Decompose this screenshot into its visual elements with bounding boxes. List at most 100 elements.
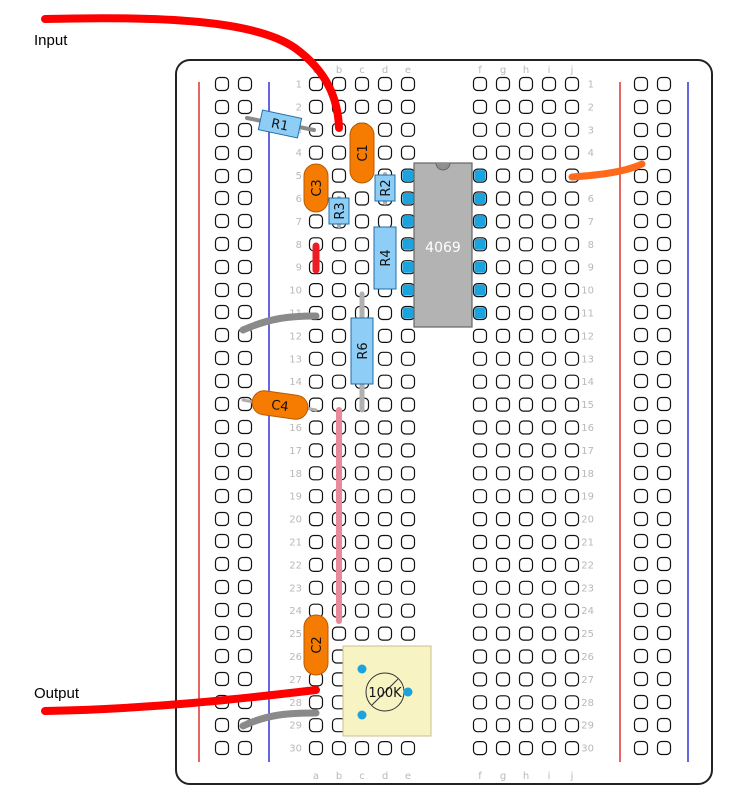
power-rail-hole	[633, 602, 649, 618]
input-wire	[41, 14, 343, 132]
capacitor-c4: C4	[251, 390, 309, 420]
breadboard-hole	[564, 718, 580, 733]
power-rail-hole	[633, 213, 649, 229]
breadboard-hole	[518, 191, 534, 206]
power-rail-hole	[633, 465, 649, 481]
row-label-right: 12	[581, 331, 594, 342]
column-label-top: b	[336, 65, 342, 76]
breadboard-hole	[541, 397, 557, 412]
resistor-r1: R1	[257, 109, 303, 139]
power-rail-hole	[214, 442, 230, 458]
breadboard-hole	[564, 283, 580, 298]
power-rail-hole	[633, 350, 649, 366]
ic-pin	[474, 261, 486, 273]
power-rail-hole	[214, 168, 230, 184]
row-label-right: 16	[581, 423, 594, 434]
column-label-top: d	[382, 65, 388, 76]
potentiometer-pin-wiper	[403, 687, 413, 697]
breadboard-hole	[564, 466, 580, 481]
power-rail-hole	[237, 648, 253, 664]
power-rail-hole	[633, 259, 649, 275]
breadboard-hole	[354, 603, 370, 618]
gray-wire-row-28	[239, 709, 320, 730]
breadboard-hole	[472, 328, 488, 343]
row-label-right: 17	[581, 446, 594, 457]
row-label-right: 30	[581, 744, 594, 755]
breadboard-hole	[495, 534, 511, 550]
breadboard-hole	[495, 374, 511, 389]
breadboard-hole	[564, 260, 580, 275]
ic-pin	[402, 170, 414, 182]
breadboard-hole	[308, 557, 324, 573]
power-rail-hole	[237, 556, 253, 572]
power-rail-hole	[633, 145, 649, 161]
power-rail-hole	[214, 259, 230, 275]
breadboard-hole	[354, 557, 370, 573]
breadboard-hole	[377, 305, 393, 321]
column-label-top: e	[405, 65, 411, 76]
breadboard-hole	[541, 511, 557, 527]
breadboard-hole	[495, 420, 511, 435]
breadboard-hole	[541, 672, 557, 687]
power-rail-hole	[656, 465, 672, 481]
breadboard-hole	[518, 374, 534, 389]
breadboard-hole	[354, 99, 370, 115]
resistor-r1-body	[257, 109, 303, 139]
row-label-left: 16	[289, 423, 302, 434]
capacitor-c1-label: C1	[356, 144, 371, 161]
power-rail-hole	[633, 190, 649, 206]
resistor-r6: R6	[350, 317, 374, 385]
row-label-right: 9	[588, 263, 594, 274]
breadboard-hole	[541, 580, 557, 595]
row-label-right: 4	[588, 148, 594, 159]
breadboard-hole	[495, 191, 511, 206]
gray-wire-r1-left	[245, 116, 264, 123]
power-rail-hole	[656, 533, 672, 549]
breadboard-hole	[472, 489, 488, 504]
gray-wire-r1-right	[297, 125, 316, 132]
resistor-r3: R3	[328, 197, 350, 225]
breadboard-hole	[331, 351, 347, 366]
column-label-bottom: d	[382, 771, 388, 782]
power-rail-hole	[214, 350, 230, 366]
breadboard-hole	[331, 260, 347, 275]
column-label-bottom: a	[313, 771, 319, 782]
row-label-left: 29	[289, 721, 302, 732]
power-rail-hole	[633, 488, 649, 504]
breadboard-hole	[472, 99, 488, 115]
row-label-left: 12	[289, 331, 302, 342]
row-label-left: 26	[289, 652, 302, 663]
breadboard-hole	[495, 76, 511, 92]
breadboard-hole	[495, 351, 511, 366]
breadboard-hole	[564, 672, 580, 687]
power-rail-hole	[656, 579, 672, 595]
ic-4069: 4069	[402, 162, 486, 328]
breadboard-hole	[354, 489, 370, 504]
power-rail-hole	[237, 168, 253, 184]
breadboard-hole	[495, 122, 511, 137]
breadboard-hole	[354, 191, 370, 206]
power-rail-hole	[656, 602, 672, 618]
ic-pins	[402, 170, 486, 319]
power-rail-hole	[656, 625, 672, 641]
breadboard-hole	[354, 76, 370, 92]
power-rail-hole	[237, 236, 253, 252]
breadboard-hole	[518, 168, 534, 183]
breadboard-hole	[331, 374, 347, 389]
column-label-bottom: h	[523, 771, 529, 782]
potentiometer-body	[342, 645, 432, 737]
column-label-bottom: g	[500, 771, 506, 782]
breadboard-hole	[400, 580, 416, 595]
breadboard-hole	[564, 237, 580, 252]
power-rail-hole	[214, 236, 230, 252]
row-label-left: 20	[289, 515, 302, 526]
row-label-left: 18	[289, 469, 302, 480]
ic-body	[413, 162, 473, 328]
breadboard-hole	[400, 76, 416, 92]
breadboard-hole	[308, 534, 324, 550]
row-label-right: 3	[588, 125, 594, 136]
breadboard-hole	[518, 122, 534, 137]
power-rail-hole	[633, 442, 649, 458]
breadboard-hole	[472, 351, 488, 366]
breadboard-hole	[400, 420, 416, 435]
